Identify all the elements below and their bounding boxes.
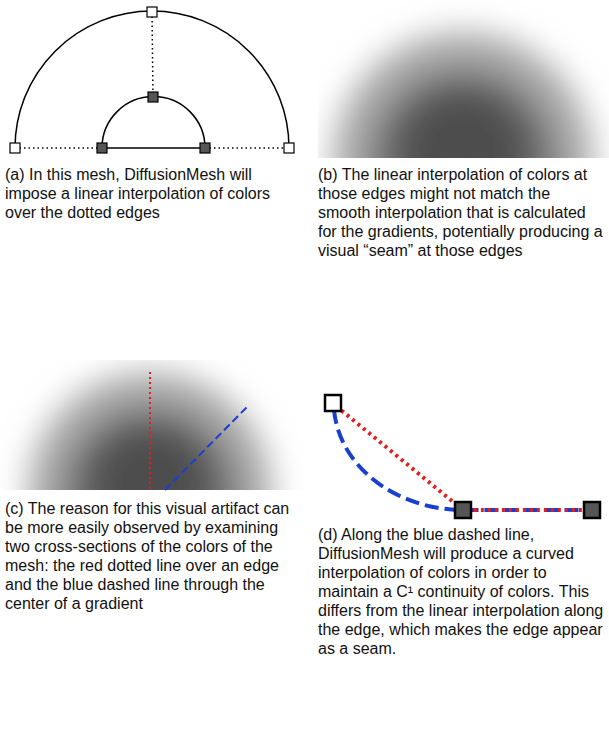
inner-arc <box>102 97 205 148</box>
panel-caption: (d) Along the blue dashed line, Diffusio… <box>318 525 606 658</box>
light-point <box>147 7 157 17</box>
light-point <box>10 143 20 153</box>
panel-caption: (b) The linear interpolation of colors a… <box>318 165 606 260</box>
dark-point <box>200 143 210 153</box>
linear-interpolation <box>336 406 592 510</box>
dotted-edge <box>15 147 102 149</box>
dark-point <box>148 92 158 102</box>
light-point <box>284 143 294 153</box>
panel-caption: (c) The reason for this visual artifact … <box>5 499 297 613</box>
solid-edge <box>102 147 205 149</box>
dotted-edge <box>152 12 153 97</box>
dark-point <box>97 143 107 153</box>
dark-point <box>455 502 471 518</box>
light-point <box>325 395 341 411</box>
outer-arc <box>15 11 289 148</box>
panel-caption: (a) In this mesh, DiffusionMesh will imp… <box>5 165 297 222</box>
blue-cross-section <box>165 407 247 490</box>
dotted-edge <box>205 147 289 149</box>
rendered-gradient <box>28 372 272 490</box>
rendered-gradient <box>333 32 593 158</box>
curved-interpolation <box>334 410 592 510</box>
dark-point <box>584 502 600 518</box>
control-points <box>10 7 294 153</box>
red-cross-section <box>149 372 151 490</box>
mesh-drawing <box>15 11 289 148</box>
